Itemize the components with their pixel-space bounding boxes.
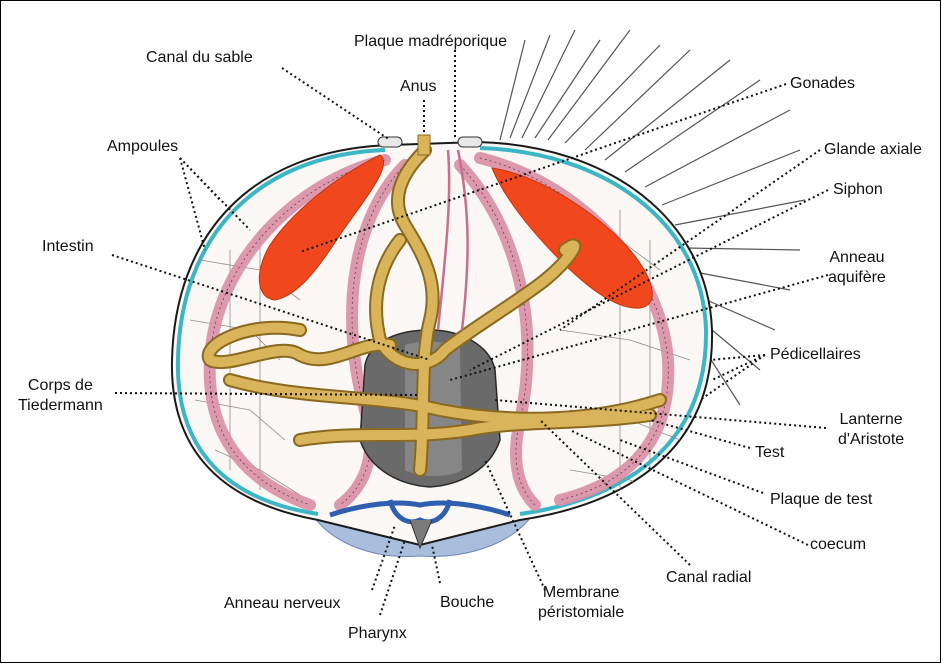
- label-anus: Anus: [400, 77, 436, 97]
- label-ampoules: Ampoules: [107, 137, 178, 157]
- label-gonades: Gonades: [790, 74, 855, 94]
- label-anneau-aquifere: Anneau aquifère: [828, 248, 886, 288]
- apical-plate-left: [378, 137, 402, 147]
- label-canal-du-sable: Canal du sable: [146, 48, 253, 68]
- label-intestin: Intestin: [42, 237, 94, 257]
- label-pedicellaires: Pédicellaires: [770, 345, 861, 365]
- label-corps-de-tiedermann: Corps de Tiedermann: [18, 376, 103, 416]
- label-canal-radial: Canal radial: [666, 568, 751, 588]
- label-anneau-nerveux: Anneau nerveux: [224, 594, 341, 614]
- apical-plate-right: [458, 137, 482, 147]
- label-glande-axiale: Glande axiale: [824, 140, 922, 160]
- label-plaque-madreporique: Plaque madréporique: [354, 32, 507, 52]
- label-membrane-peristomiale: Membrane péristomiale: [538, 583, 624, 623]
- label-coecum: coecum: [810, 535, 866, 555]
- label-plaque-de-test: Plaque de test: [770, 490, 872, 510]
- label-siphon: Siphon: [833, 180, 883, 200]
- label-lanterne-daristote: Lanterne d'Aristote: [838, 410, 904, 450]
- label-test: Test: [755, 443, 784, 463]
- label-bouche: Bouche: [440, 593, 494, 613]
- label-pharynx: Pharynx: [348, 624, 407, 644]
- anus-tube: [418, 135, 430, 155]
